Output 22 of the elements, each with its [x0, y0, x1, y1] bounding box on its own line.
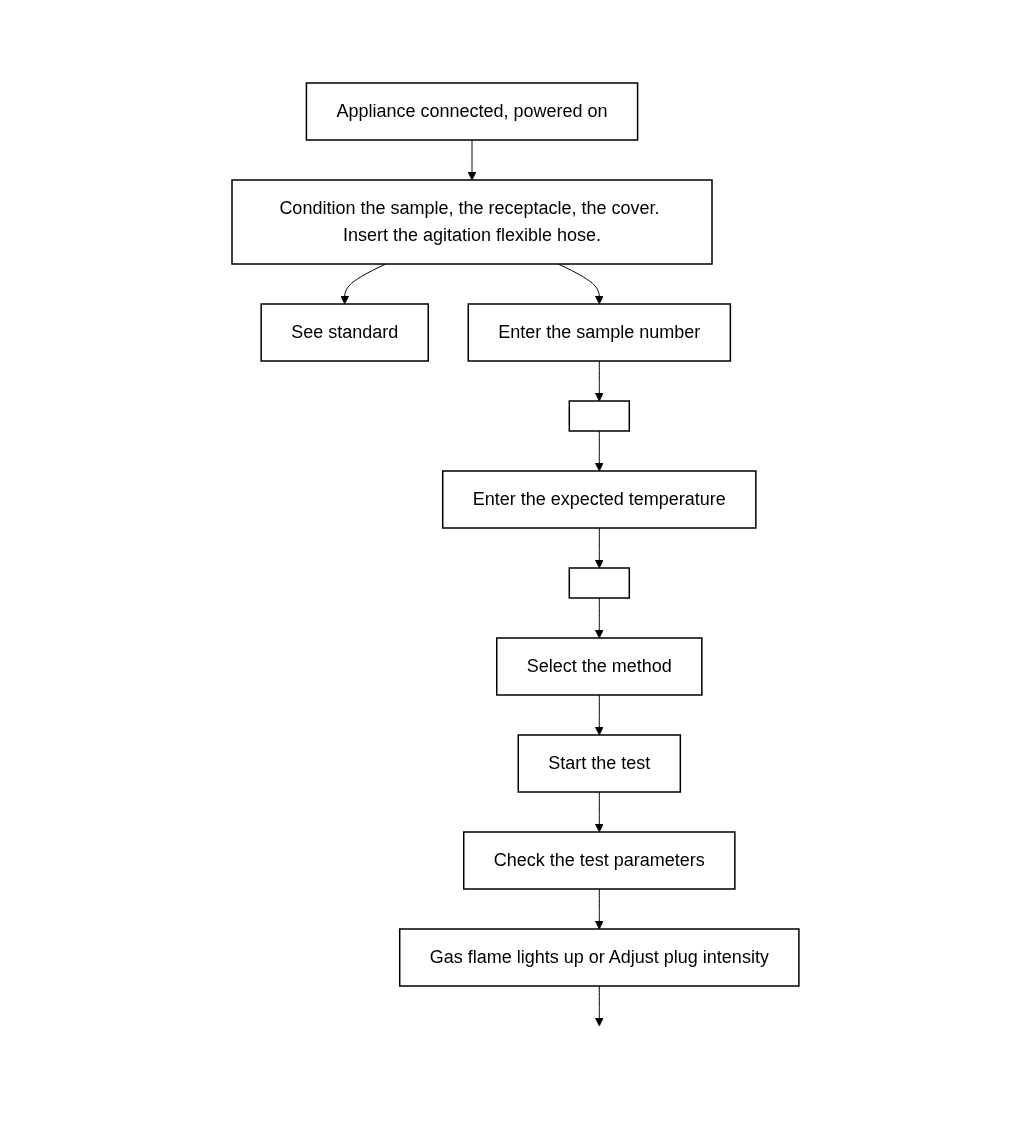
node-box: Gas flame lights up or Adjust plug intensity: [398, 927, 800, 987]
arrow: [594, 597, 604, 638]
arrow: [467, 139, 476, 180]
arrow: [594, 985, 604, 1026]
arrow: [594, 360, 604, 401]
arrow: [339, 263, 386, 304]
node-box: Select the method: [495, 636, 703, 696]
node-box: Appliance connected, powered on: [305, 81, 638, 141]
arrow: [594, 694, 604, 735]
arrow: [594, 527, 604, 568]
node-box: [568, 399, 630, 432]
node-box: Enter the expected temperature: [441, 469, 757, 529]
arrow: [594, 791, 604, 832]
node-box: Condition the sample, the receptacle, the cover. Insert the agitation flexible hose.: [230, 178, 713, 265]
node-box: Start the test: [517, 733, 681, 793]
arrow: [557, 263, 604, 304]
node-box: Enter the sample number: [467, 302, 731, 362]
node-box: See standard: [259, 302, 429, 362]
node-box: [568, 566, 630, 599]
arrow: [594, 430, 604, 471]
arrow: [594, 888, 604, 929]
node-box: Check the test parameters: [462, 830, 736, 890]
